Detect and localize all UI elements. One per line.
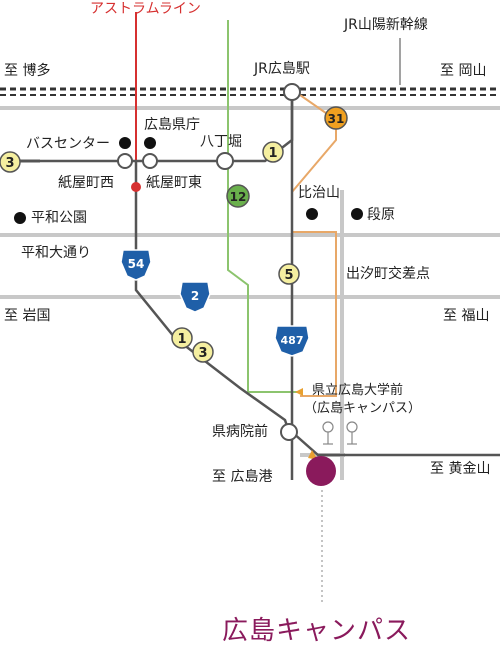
label-kamiyacho-higashi: 紙屋町東 <box>146 175 202 191</box>
label-pref-office: 広島県庁 <box>144 117 200 133</box>
route-badge-12: 12 <box>226 184 250 208</box>
landmark-danbara <box>351 208 363 220</box>
direction-fukuyama: 至 福山 <box>443 308 490 324</box>
stop-kenbyoin-mae <box>280 423 298 441</box>
label-heiwa-odori: 平和大通り <box>21 245 91 261</box>
route-badge-31: 31 <box>324 106 348 130</box>
label-kamiyacho-nishi: 紙屋町西 <box>58 175 114 191</box>
landmark-pref-office <box>144 137 156 149</box>
label-bus-center: バスセンター <box>26 136 110 152</box>
route-badge-5: 5 <box>278 263 300 285</box>
astram-line-label: アストラムライン <box>90 1 201 17</box>
stop-hatchobori <box>216 152 234 170</box>
stop-kamiyacho-nishi <box>117 153 133 169</box>
route-badge-3-left-label: 3 <box>5 156 14 171</box>
label-heiwa-park: 平和公園 <box>31 210 87 226</box>
green-route <box>227 20 300 393</box>
route-badge-3-mid-label: 3 <box>198 346 207 361</box>
label-hijiyama: 比治山 <box>298 185 340 201</box>
landmark-bus-center <box>119 137 131 149</box>
route-badge-5-label: 5 <box>284 268 293 283</box>
route-shield-487-label: 487 <box>281 334 304 347</box>
label-kenbyoin-mae: 県病院前 <box>212 424 268 440</box>
route-shield-487: 487 <box>274 325 310 357</box>
landmark-hijiyama <box>306 208 318 220</box>
astram-station-dot <box>131 182 141 192</box>
label-univ-stop-line1: 県立広島大学前 <box>312 383 404 398</box>
label-hatchobori: 八丁堀 <box>200 134 242 150</box>
route-badge-1-mid: 1 <box>171 327 193 349</box>
route-shield-54: 54 <box>120 249 152 281</box>
direction-okayama: 至 岡山 <box>440 63 487 79</box>
direction-hakata: 至 博多 <box>4 63 51 79</box>
stop-kamiyacho-higashi <box>142 153 158 169</box>
bus-stop-icon-2 <box>346 421 358 445</box>
route-badge-31-label: 31 <box>328 112 345 126</box>
label-danbara: 段原 <box>367 207 395 223</box>
route-to-campus <box>291 431 500 457</box>
direction-hiroshima-port: 至 広島港 <box>212 469 273 485</box>
route-badge-1-top: 1 <box>262 141 284 163</box>
arrow-univ-stop <box>295 388 303 396</box>
shinkansen-label: JR山陽新幹線 <box>344 17 428 33</box>
rail-lines <box>0 38 500 96</box>
route-badge-1-top-label: 1 <box>268 146 277 161</box>
label-univ-stop-line2: （広島キャンパス） <box>304 401 422 416</box>
route-shield-2: 2 <box>179 281 211 313</box>
label-jr-hiroshima: JR広島駅 <box>254 61 310 77</box>
route-badge-1-mid-label: 1 <box>177 332 186 347</box>
route-badge-12-label: 12 <box>230 190 247 204</box>
direction-koganeyama: 至 黄金山 <box>430 461 491 477</box>
bus-stop-icon-1 <box>322 421 334 445</box>
direction-iwakuni: 至 岩国 <box>4 308 51 324</box>
route-shield-54-label: 54 <box>128 257 145 271</box>
route-shield-2-label: 2 <box>191 289 199 303</box>
campus-marker <box>306 456 336 486</box>
campus-title: 広島キャンパス <box>222 616 412 646</box>
label-dejio-crossing: 出汐町交差点 <box>346 266 430 282</box>
landmark-heiwa-park <box>14 212 26 224</box>
route-badge-3-mid: 3 <box>192 341 214 363</box>
station-jr-hiroshima <box>283 83 301 101</box>
route-badge-3-left: 3 <box>0 151 21 173</box>
